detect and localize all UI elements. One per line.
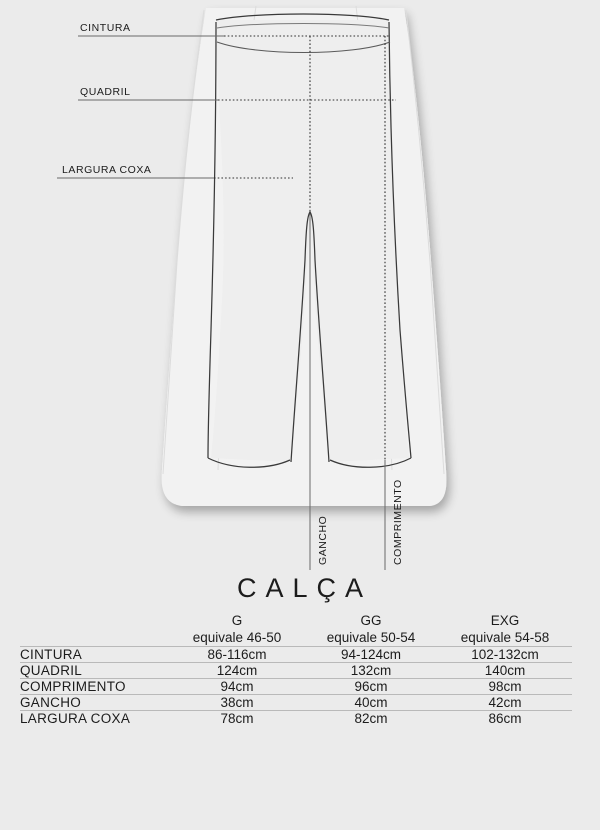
callout-label-comprimento: COMPRIMENTO bbox=[392, 479, 404, 565]
cell-comprimento-gg: 96cm bbox=[304, 678, 438, 695]
cell-largura-coxa-exg: 86cm bbox=[438, 710, 572, 726]
pants-illustration bbox=[57, 5, 447, 570]
cell-gancho-exg: 42cm bbox=[438, 694, 572, 711]
table-header-g: G equivale 46-50 bbox=[170, 612, 304, 647]
vertical-reference-lines bbox=[309, 214, 386, 570]
table-header-gg: GG equivale 50-54 bbox=[304, 612, 438, 647]
cell-cintura-g: 86-116cm bbox=[170, 646, 304, 663]
cell-gancho-g: 38cm bbox=[170, 694, 304, 711]
cell-comprimento-g: 94cm bbox=[170, 678, 304, 695]
row-label-comprimento: COMPRIMENTO bbox=[20, 678, 170, 695]
cell-gancho-gg: 40cm bbox=[304, 694, 438, 711]
cell-comprimento-exg: 98cm bbox=[438, 678, 572, 695]
header-equivale-g: equivale 46-50 bbox=[192, 630, 282, 645]
cell-cintura-gg: 94-124cm bbox=[304, 646, 438, 663]
callout-label-gancho: GANCHO bbox=[317, 515, 329, 565]
header-size-g: G bbox=[231, 613, 243, 628]
cell-quadril-gg: 132cm bbox=[304, 662, 438, 679]
row-label-largura-coxa: LARGURA COXA bbox=[20, 710, 170, 726]
table-header-corner bbox=[20, 612, 170, 647]
header-size-exg: EXG bbox=[490, 613, 520, 628]
header-equivale-gg: equivale 50-54 bbox=[326, 630, 416, 645]
cell-quadril-exg: 140cm bbox=[438, 662, 572, 679]
page-title: CALÇA bbox=[236, 573, 373, 603]
cell-cintura-exg: 102-132cm bbox=[438, 646, 572, 663]
cell-largura-coxa-g: 78cm bbox=[170, 710, 304, 726]
table-header-row: G equivale 46-50 GG equivale 50-54 EXG e… bbox=[20, 612, 572, 647]
callout-label-quadril: QUADRIL bbox=[80, 86, 131, 98]
callout-label-cintura: CINTURA bbox=[80, 22, 131, 34]
callout-label-largura-coxa: LARGURA COXA bbox=[62, 164, 152, 176]
row-label-cintura: CINTURA bbox=[20, 646, 170, 663]
size-chart-table: G equivale 46-50 GG equivale 50-54 EXG e… bbox=[20, 612, 572, 726]
table-header-exg: EXG equivale 54-58 bbox=[438, 612, 572, 647]
cell-quadril-g: 124cm bbox=[170, 662, 304, 679]
cell-largura-coxa-gg: 82cm bbox=[304, 710, 438, 726]
table-row: CINTURA 86-116cm 94-124cm 102-132cm bbox=[20, 646, 572, 663]
callout-leader-lines bbox=[57, 35, 224, 179]
row-label-gancho: GANCHO bbox=[20, 694, 170, 711]
table-row: QUADRIL 124cm 132cm 140cm bbox=[20, 662, 572, 679]
header-equivale-exg: equivale 54-58 bbox=[460, 630, 550, 645]
table-row: COMPRIMENTO 94cm 96cm 98cm bbox=[20, 678, 572, 695]
table-row: LARGURA COXA 78cm 82cm 86cm bbox=[20, 710, 572, 726]
table-row: GANCHO 38cm 40cm 42cm bbox=[20, 694, 572, 711]
row-label-quadril: QUADRIL bbox=[20, 662, 170, 679]
measurement-dotted-lines bbox=[214, 35, 396, 460]
pants-outline bbox=[207, 13, 412, 468]
pants-measurement-diagram: CINTURA QUADRIL LARGURA COXA GANCHO COMP… bbox=[57, 5, 447, 570]
header-size-gg: GG bbox=[360, 613, 382, 628]
